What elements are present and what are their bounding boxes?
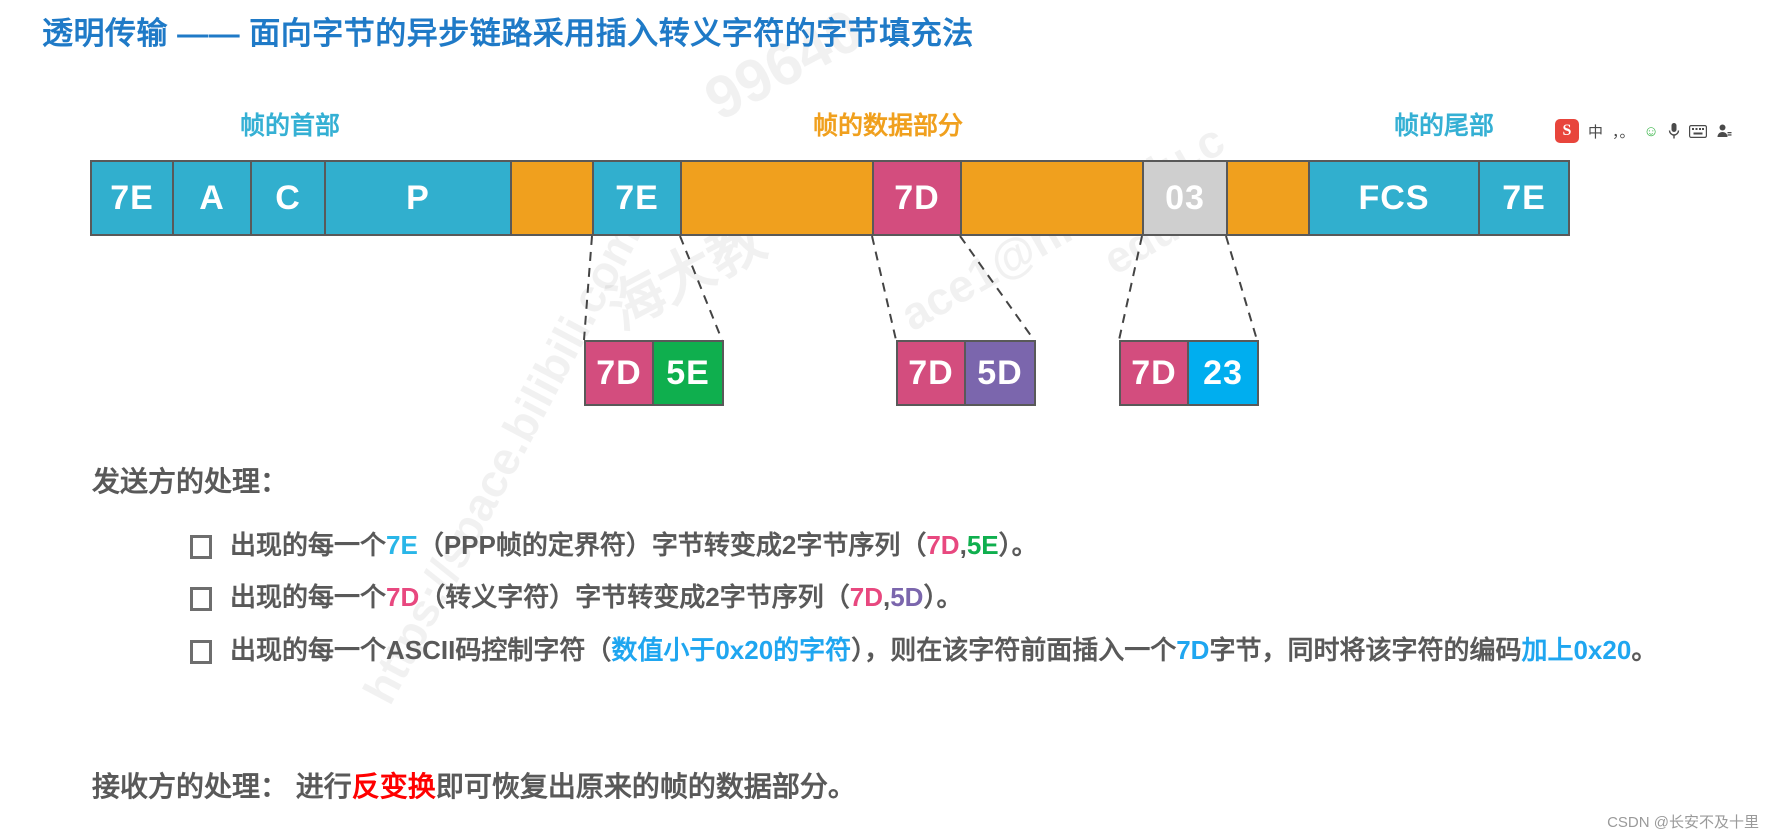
keyboard-icon[interactable] — [1688, 124, 1707, 138]
text-segment: 出现的每一个 — [230, 582, 387, 613]
frame-cell-fill — [1228, 162, 1310, 234]
expansion-cell-7d: 7D — [1121, 342, 1189, 404]
frame-cell-c: C — [252, 162, 326, 234]
frame-cell-fcs: FCS — [1310, 162, 1480, 234]
text-segment: 出现的每一个ASCII码控制字符（ — [230, 634, 612, 665]
text-segment: 。 — [1631, 634, 1658, 665]
expansion-cell-5d: 5D — [966, 342, 1034, 404]
frame-cell-7e: 7E — [1480, 162, 1568, 234]
sender-rules-list: 出现的每一个7E（PPP帧的定界符）字节转变成2字节序列（7D,5E）。出现的每… — [190, 528, 1750, 685]
frame-cell-fill — [962, 162, 1144, 234]
bullet-text: 出现的每一个7E（PPP帧的定界符）字节转变成2字节序列（7D,5E）。 — [230, 528, 1038, 562]
text-segment: ）。 — [923, 582, 963, 613]
expansion-cell-23: 23 — [1189, 342, 1257, 404]
caption-frame-data: 帧的数据部分 — [813, 112, 964, 140]
bullet-rule-ascii: 出现的每一个ASCII码控制字符（数值小于0x20的字符），则在该字符前面插入一… — [190, 633, 1750, 667]
text-segment: 7D — [926, 530, 960, 560]
bullet-rule-7d: 出现的每一个7D（转义字符）字节转变成2字节序列（7D,5D）。 — [190, 580, 1750, 614]
text-segment: 7D — [849, 582, 883, 613]
frame-cell-fill — [512, 162, 594, 234]
user-icon[interactable] — [1716, 123, 1732, 139]
ime-mode-button[interactable]: 中 — [1588, 123, 1604, 141]
text-segment: 7D — [1176, 634, 1210, 665]
sogou-logo-icon[interactable]: S — [1555, 119, 1579, 143]
expansion-cell-7d: 7D — [898, 342, 966, 404]
text-segment: 接收方的处理： — [92, 771, 289, 802]
emoji-icon[interactable]: ☺ — [1643, 122, 1659, 140]
checkbox-bullet-icon — [190, 535, 212, 559]
text-segment: 反变换 — [351, 771, 436, 802]
expansion-cell-7d: 7D — [586, 342, 654, 404]
frame-cell-7e: 7E — [594, 162, 682, 234]
checkbox-bullet-icon — [190, 639, 212, 664]
text-segment: 5E — [966, 530, 999, 560]
caption-frame-trailer: 帧的尾部 — [1394, 112, 1495, 140]
csdn-credit: CSDN @长安不及十里 — [1607, 814, 1759, 831]
text-segment: 即可恢复出原来的帧的数据部分。 — [435, 771, 856, 802]
frame-cell-7d: 7D — [874, 162, 962, 234]
text-segment: ），则在该字符前面插入一个 — [851, 634, 1177, 665]
text-segment: 出现的每一个 — [230, 530, 387, 560]
frame-cell-03: 03 — [1144, 162, 1228, 234]
text-segment: , — [959, 530, 967, 560]
frame-cell-7e: 7E — [92, 162, 174, 234]
caption-frame-header: 帧的首部 — [240, 112, 341, 140]
frame-cell-p: P — [326, 162, 512, 234]
ime-toolbar[interactable]: S 中 ，。 ☺ — [1555, 116, 1732, 146]
text-segment: 7D — [386, 582, 420, 613]
text-segment: , — [882, 582, 891, 613]
text-segment: 字节，同时将该字符的编码 — [1209, 634, 1522, 665]
bullet-text: 出现的每一个ASCII码控制字符（数值小于0x20的字符），则在该字符前面插入一… — [230, 633, 1657, 667]
mic-icon[interactable] — [1668, 122, 1680, 140]
text-segment: 加上0x20 — [1521, 634, 1632, 665]
text-segment: 5D — [890, 582, 924, 613]
checkbox-bullet-icon — [190, 587, 212, 612]
text-segment: （PPP帧的定界符）字节转变成2字节序列（ — [417, 530, 927, 560]
frame-cell-a: A — [174, 162, 252, 234]
text-segment: （转义字符）字节转变成2字节序列（ — [419, 582, 850, 613]
expansion-cell-5e: 5E — [654, 342, 722, 404]
sender-label: 发送方的处理： — [92, 466, 289, 497]
text-segment: 数值小于0x20的字符 — [611, 634, 852, 665]
text-segment: 进行 — [288, 771, 352, 802]
bullet-text: 出现的每一个7D（转义字符）字节转变成2字节序列（7D,5D）。 — [230, 580, 962, 614]
receiver-label: 接收方的处理： 进行反变换即可恢复出原来的帧的数据部分。 — [92, 765, 856, 805]
ime-punctuation-button[interactable]: ，。 — [1612, 123, 1635, 141]
text-segment: ）。 — [998, 530, 1038, 560]
bullet-rule-7e: 出现的每一个7E（PPP帧的定界符）字节转变成2字节序列（7D,5E）。 — [190, 528, 1750, 562]
frame-cell-fill — [682, 162, 874, 234]
text-segment: 7E — [386, 530, 418, 560]
page-title: 透明传输 —— 面向字节的异步链路采用插入转义字符的字节填充法 — [42, 16, 974, 51]
